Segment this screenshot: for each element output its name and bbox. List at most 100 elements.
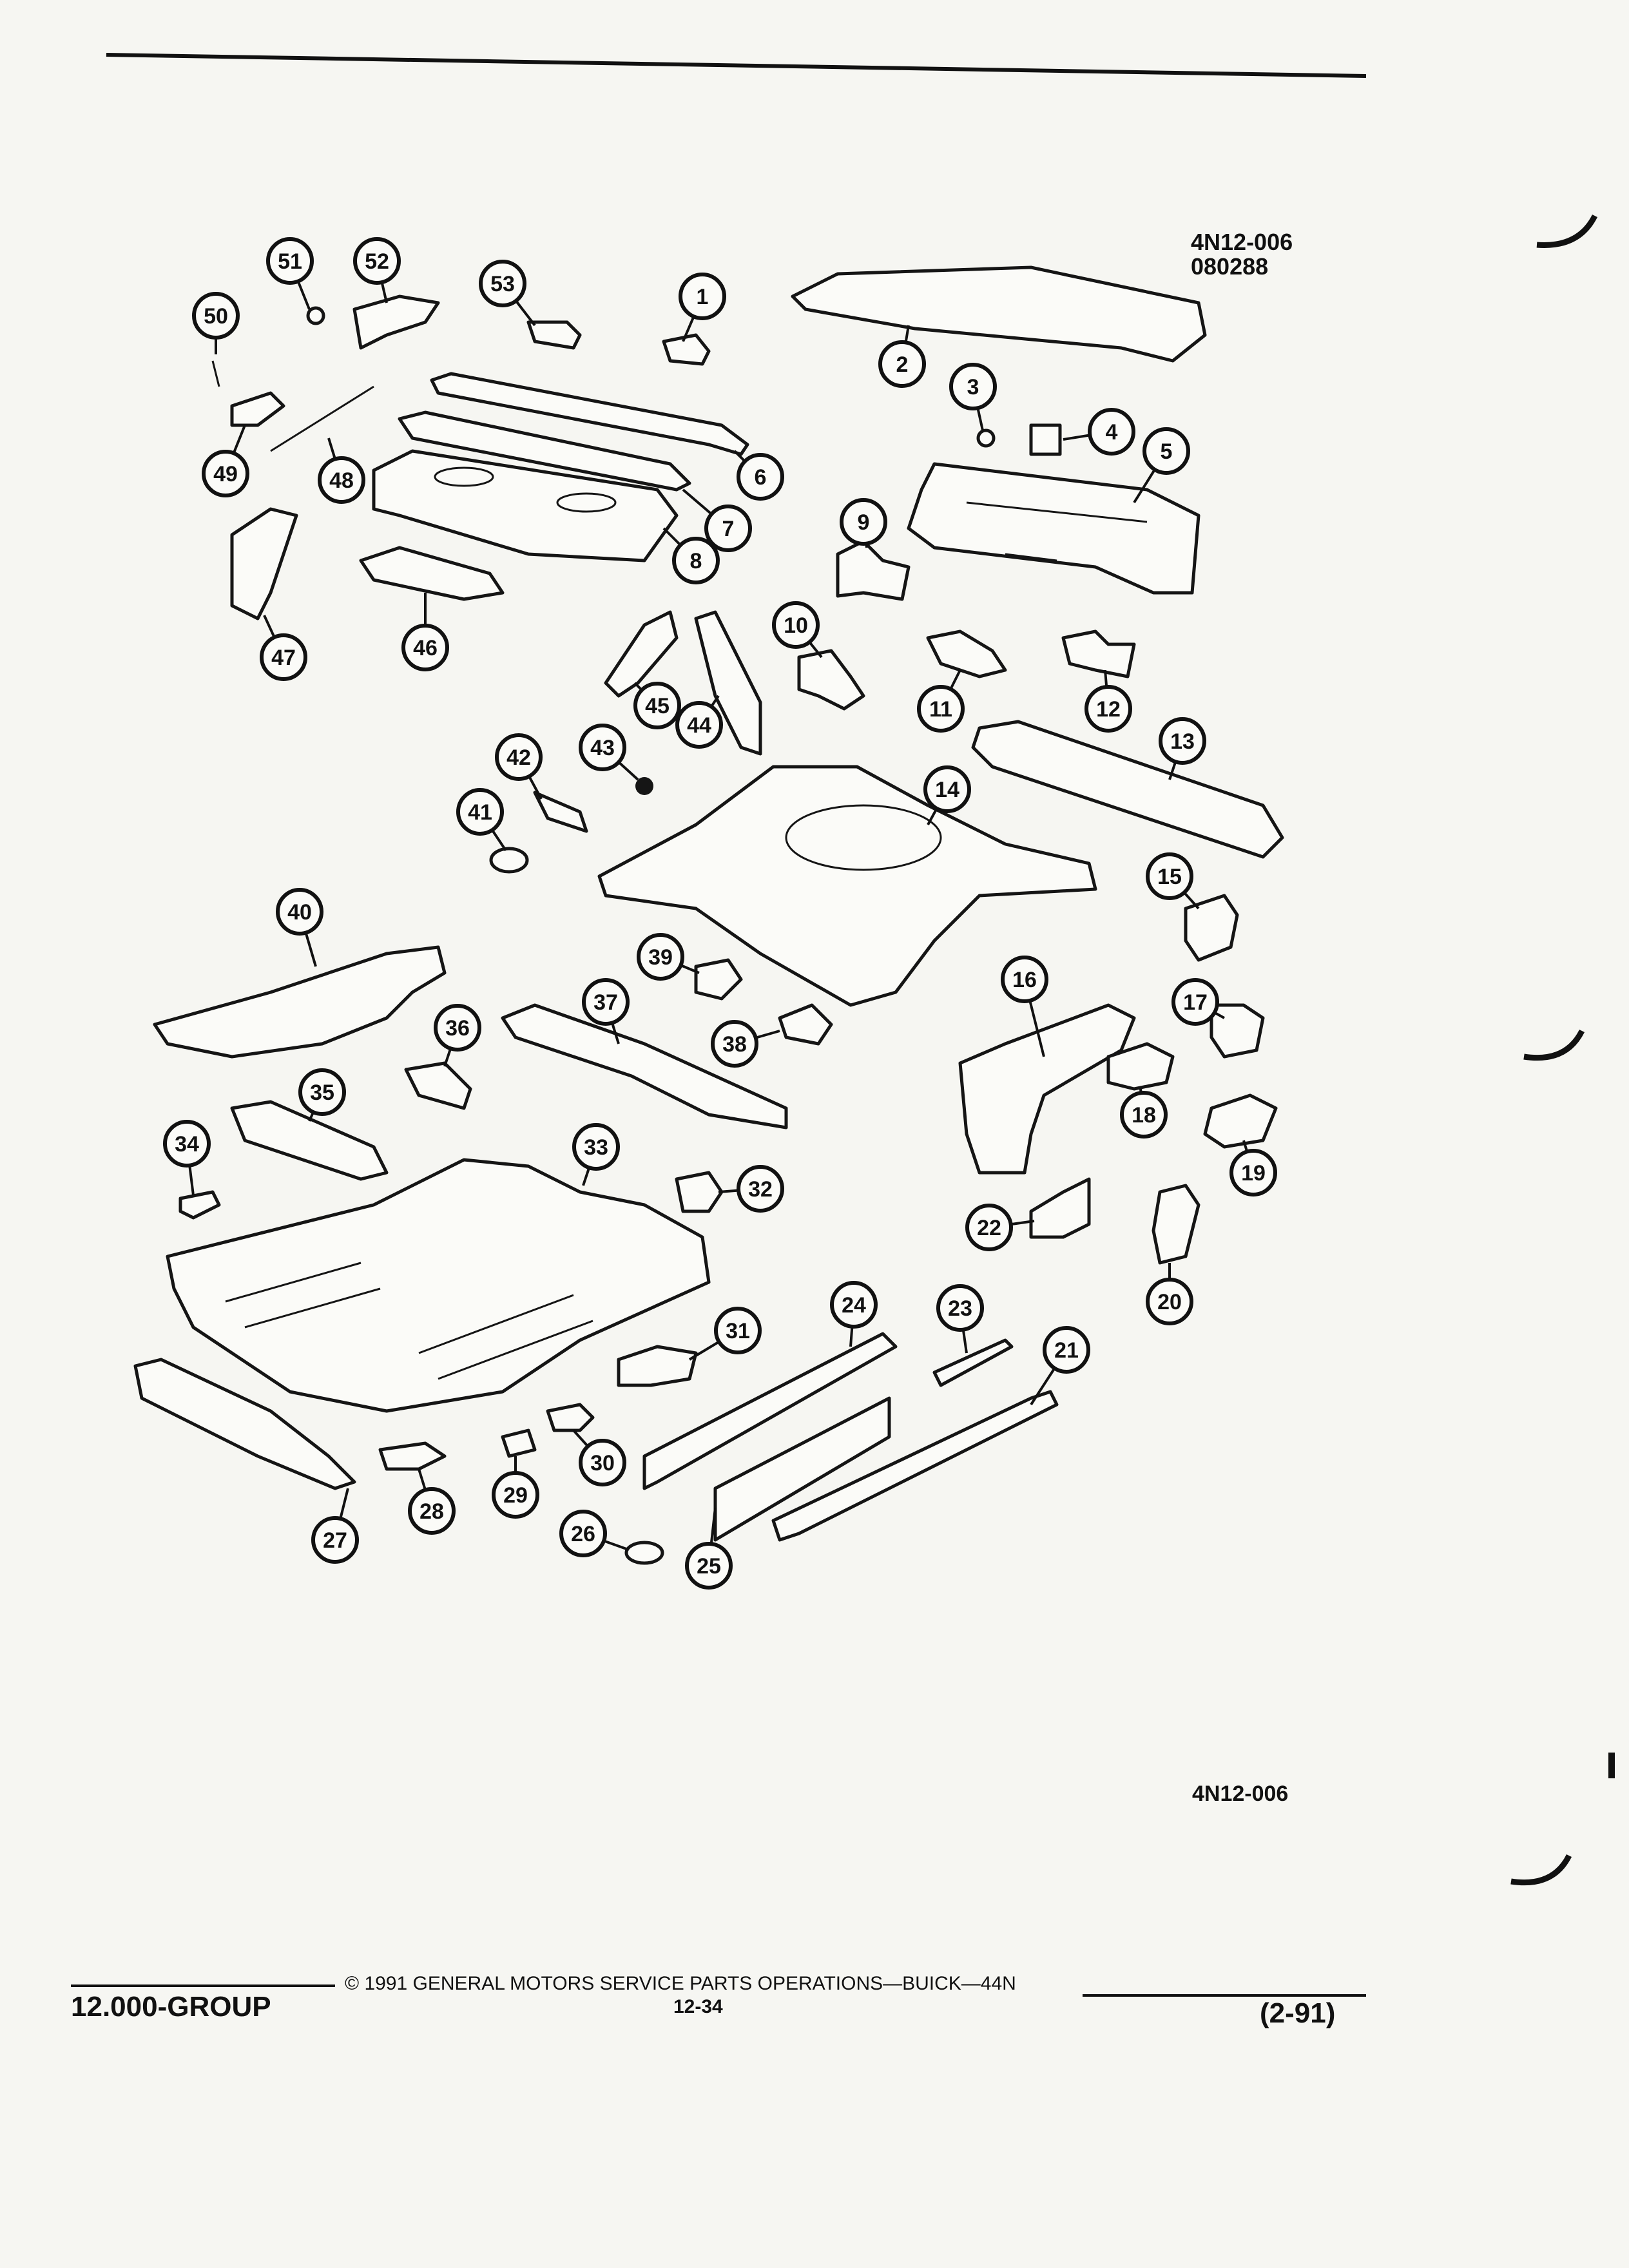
callout-circle bbox=[1120, 1091, 1168, 1139]
part-19-bracket bbox=[1203, 1093, 1278, 1149]
callout-number: 39 bbox=[648, 945, 673, 970]
callout-circle bbox=[923, 765, 971, 813]
callout-circle bbox=[401, 624, 449, 671]
callout-45: 45 bbox=[633, 682, 681, 729]
callout-number: 31 bbox=[726, 1319, 750, 1343]
callout-number: 18 bbox=[1132, 1103, 1156, 1128]
callout-17: 17 bbox=[1171, 978, 1225, 1026]
callout-40: 40 bbox=[276, 888, 323, 967]
callout-53: 53 bbox=[479, 260, 536, 327]
binding-mark bbox=[1536, 214, 1598, 248]
callout-6: 6 bbox=[733, 450, 784, 501]
part-3-bolt bbox=[976, 428, 996, 448]
callout-24: 24 bbox=[830, 1281, 878, 1347]
callout-circle bbox=[936, 1284, 984, 1332]
part-38-bracket bbox=[778, 1003, 833, 1046]
callout-circle bbox=[572, 1123, 620, 1171]
callout-circle bbox=[1142, 427, 1190, 475]
callout-circle bbox=[318, 456, 365, 504]
callout-number: 51 bbox=[278, 249, 302, 274]
callout-circle bbox=[1146, 1278, 1193, 1325]
part-42-bracket bbox=[533, 791, 588, 833]
callout-circle bbox=[579, 1439, 626, 1486]
callout-39: 39 bbox=[637, 933, 700, 981]
binding-mark bbox=[1523, 1029, 1585, 1061]
callout-number: 20 bbox=[1157, 1290, 1182, 1314]
callout-number: 8 bbox=[690, 549, 702, 573]
callout-circle bbox=[192, 292, 240, 340]
callout-circle bbox=[772, 601, 820, 649]
callout-circle bbox=[704, 505, 752, 552]
part-14-rear-floor-pan bbox=[597, 765, 1097, 1007]
binding-mark bbox=[1510, 1854, 1572, 1886]
callout-circle bbox=[1088, 408, 1135, 456]
callout-circle bbox=[582, 978, 630, 1026]
part-27-rocker bbox=[133, 1358, 356, 1490]
part-36-bracket bbox=[404, 1061, 472, 1110]
callout-number: 26 bbox=[571, 1522, 595, 1546]
part-5-detail bbox=[966, 501, 1148, 562]
part-46-bracket bbox=[359, 546, 505, 601]
part-33-front-floor-pan bbox=[166, 1158, 711, 1413]
part-53-bumper bbox=[526, 320, 582, 350]
callout-circle bbox=[456, 788, 504, 836]
part-18-bracket bbox=[1106, 1042, 1175, 1091]
callout-number: 36 bbox=[445, 1016, 470, 1041]
callout-circle bbox=[675, 701, 723, 749]
part-1-bracket bbox=[662, 333, 711, 366]
callout-number: 7 bbox=[722, 517, 735, 541]
callout-circle bbox=[737, 1165, 784, 1213]
part-24-sill-panel bbox=[642, 1332, 898, 1490]
part-29-clip bbox=[501, 1428, 537, 1458]
callout-32: 32 bbox=[718, 1165, 784, 1213]
callout-circle bbox=[917, 685, 965, 733]
part-33-ribs bbox=[225, 1262, 593, 1380]
callout-circle bbox=[637, 933, 684, 981]
callout-number: 33 bbox=[584, 1135, 608, 1160]
callout-42: 42 bbox=[495, 733, 543, 800]
part-4-pad bbox=[1029, 423, 1062, 456]
callout-circle bbox=[479, 260, 526, 307]
part-52-hinge bbox=[352, 294, 440, 350]
callout-41: 41 bbox=[456, 788, 507, 852]
callout-number: 49 bbox=[213, 462, 238, 486]
callout-circle bbox=[559, 1510, 607, 1557]
callout-number: 27 bbox=[323, 1528, 347, 1553]
callout-30: 30 bbox=[572, 1429, 626, 1486]
part-15-bracket bbox=[1184, 894, 1239, 962]
callout-circle bbox=[1159, 717, 1206, 765]
callout-number: 34 bbox=[175, 1132, 199, 1157]
callout-50: 50 bbox=[192, 292, 240, 354]
callout-number: 45 bbox=[645, 694, 670, 718]
callout-number: 25 bbox=[697, 1554, 721, 1579]
binding-mark bbox=[1608, 1753, 1615, 1778]
footer-page-number: 12-34 bbox=[673, 1996, 723, 2017]
callout-51: 51 bbox=[266, 237, 314, 310]
callout-number: 50 bbox=[204, 304, 228, 329]
callout-number: 52 bbox=[365, 249, 389, 274]
callout-31: 31 bbox=[688, 1307, 762, 1361]
part-2-deck-lid bbox=[791, 265, 1207, 363]
part-8-shelf-panel bbox=[372, 449, 679, 562]
parts-drawings bbox=[133, 265, 1284, 1565]
callout-5: 5 bbox=[1133, 427, 1190, 504]
callout-circle bbox=[202, 450, 249, 497]
callout-circle bbox=[492, 1471, 539, 1519]
callout-33: 33 bbox=[572, 1123, 620, 1186]
callout-circle bbox=[1171, 978, 1219, 1026]
callout-number: 19 bbox=[1241, 1161, 1266, 1186]
part-13-crossmember bbox=[971, 720, 1284, 859]
callout-circle bbox=[685, 1542, 733, 1590]
callout-number: 42 bbox=[506, 745, 531, 770]
callout-35: 35 bbox=[298, 1068, 346, 1122]
part-16-rail bbox=[958, 1003, 1136, 1175]
callout-20: 20 bbox=[1146, 1263, 1193, 1325]
callout-number: 41 bbox=[468, 800, 492, 825]
footer-rule-left bbox=[71, 1984, 335, 1987]
callout-22: 22 bbox=[965, 1204, 1035, 1251]
callout-number: 28 bbox=[419, 1499, 444, 1524]
callout-number: 29 bbox=[503, 1483, 528, 1508]
callout-36: 36 bbox=[434, 1004, 481, 1067]
callout-number: 2 bbox=[896, 352, 909, 377]
part-51-nut bbox=[306, 306, 325, 325]
